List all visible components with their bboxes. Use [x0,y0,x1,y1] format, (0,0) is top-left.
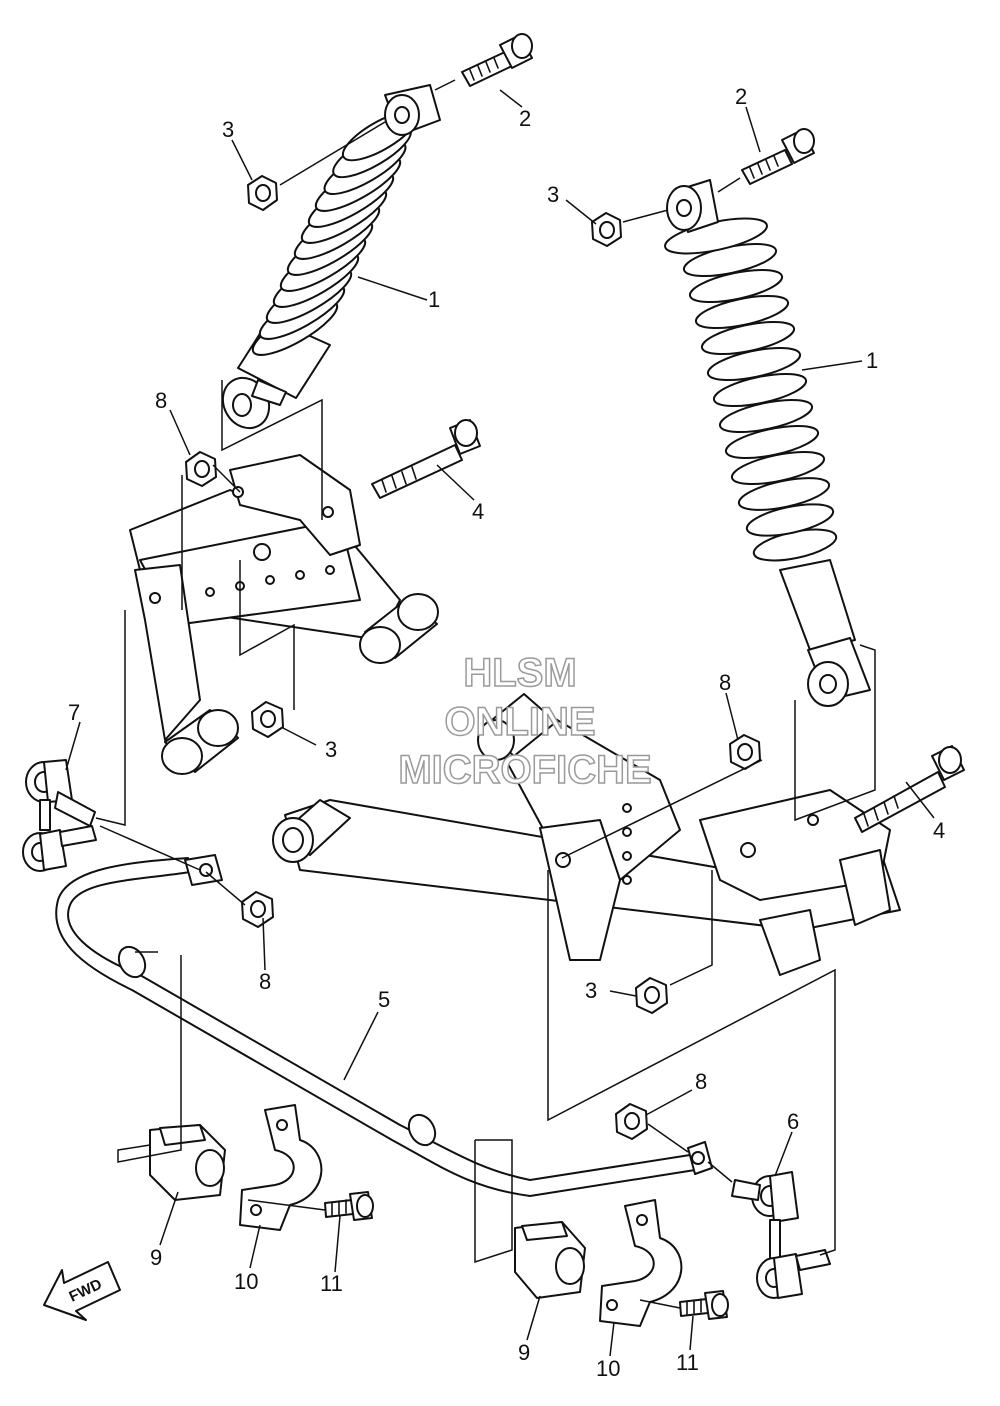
callout-4-right: 4 [933,818,945,843]
callout-2-right: 2 [735,84,747,109]
callout-1-left: 1 [428,287,440,312]
callout-3-top-left: 3 [222,117,234,142]
callout-8-stabilizer-right: 8 [695,1069,707,1094]
callout-3-lower-right: 3 [585,978,597,1003]
callout-3-top-right: 3 [547,182,559,207]
nut-8-stabilizer-left [241,891,274,928]
right-shock-absorber [664,179,871,707]
nut-8-middle-right [729,734,761,770]
nut-3-top-left [247,175,278,211]
bolt-2-left [461,33,533,87]
nut-3-lower-right [635,977,668,1014]
watermark-line-2: ONLINE [444,700,595,744]
bracket-10-right [599,1199,683,1327]
bracket-10-left [239,1104,323,1231]
watermark-line-3: MICROFICHE [398,748,651,792]
callout-4-left: 4 [472,499,484,524]
callout-2-left: 2 [519,106,531,131]
callout-leaders [65,89,935,1357]
nut-8-stabilizer-right [615,1103,648,1140]
callout-10-right: 10 [596,1356,620,1381]
nut-3-top-right [591,212,622,247]
callout-numbers: 1 1 2 2 3 3 3 3 4 4 5 6 7 8 8 8 8 9 9 10… [68,84,945,1381]
callout-1-right: 1 [866,348,878,373]
stabilizer-bar [55,854,713,1197]
fwd-arrow-icon: FWD [43,1261,121,1321]
left-swing-arm [129,454,439,775]
bolt-4-left [371,419,481,499]
callout-3-middle-left: 3 [325,737,337,762]
callout-9-right: 9 [518,1340,530,1365]
callout-11-left: 11 [320,1271,343,1296]
right-swing-arm [272,693,901,976]
bolt-11-left [324,1191,374,1221]
callout-11-right: 11 [676,1350,699,1375]
nut-8-upper-left [185,451,217,487]
left-shock-absorber [221,84,441,430]
bolt-11-right [679,1290,729,1320]
assembly-guide-lines [95,380,876,1309]
stabilizer-link-7 [22,759,97,872]
bushing-9-left [149,1124,226,1201]
callout-8-stabilizer-left: 8 [259,969,271,994]
callout-5: 5 [378,987,390,1012]
bushing-9-right [514,1221,586,1299]
stabilizer-link-6 [731,1171,831,1299]
nut-3-middle-left [251,701,284,738]
callout-8-middle-right: 8 [719,670,731,695]
watermark-line-1: HLSM [463,651,576,695]
callout-9-left: 9 [150,1245,162,1270]
callout-8-upper-left: 8 [155,388,167,413]
callout-7: 7 [68,700,80,725]
callout-6: 6 [787,1109,799,1134]
callout-10-left: 10 [234,1269,258,1294]
bolt-2-right [741,128,815,185]
watermark: HLSM ONLINE MICROFICHE [398,650,653,793]
bolt-4-right [854,745,965,833]
